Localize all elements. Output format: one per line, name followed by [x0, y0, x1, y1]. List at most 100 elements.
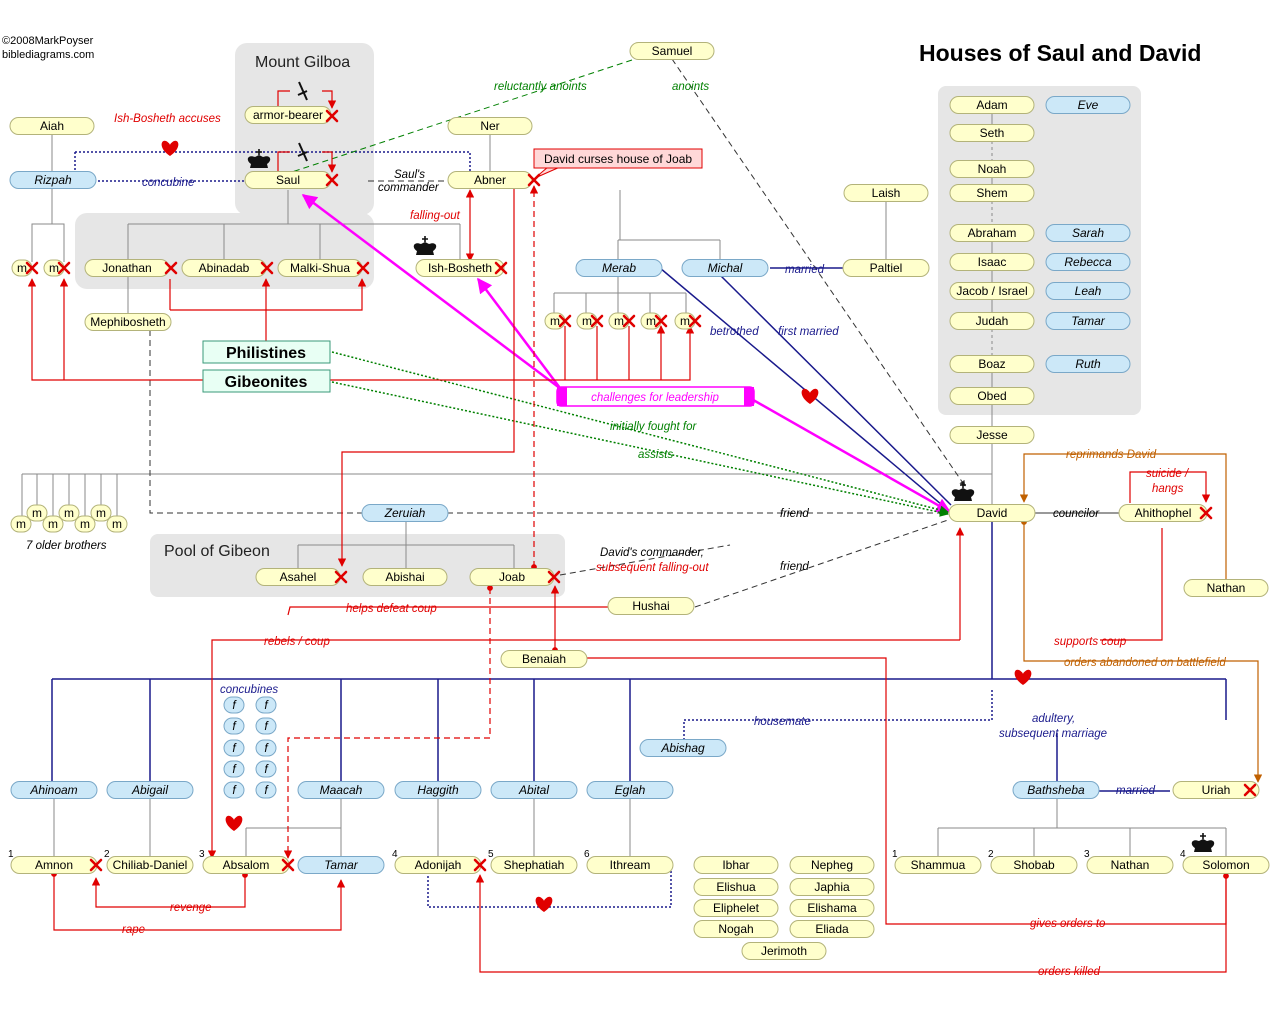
person-name: Obed: [977, 389, 1006, 403]
person-name: Ahinoam: [29, 783, 77, 797]
person-jacob: Jacob / Israel: [949, 282, 1035, 300]
birth-order-chiliab: 2: [104, 849, 110, 860]
small-label: f: [264, 719, 269, 733]
person-name: Jonathan: [102, 261, 151, 275]
person-name: Japhia: [814, 880, 850, 894]
person-asahel: Asahel: [255, 568, 341, 586]
person-name: Boaz: [978, 357, 1005, 371]
area-mount-gilboa: Mount Gilboa: [255, 54, 350, 71]
person-name: Rizpah: [34, 173, 72, 187]
death-icon: [473, 858, 487, 872]
small-label: m: [112, 517, 122, 531]
person-name: Michal: [708, 261, 743, 275]
person-david: David: [948, 504, 1036, 522]
death-icon: [260, 261, 274, 275]
label-adultery-2: subsequent marriage: [999, 728, 1107, 740]
person-judah: Judah: [949, 312, 1035, 330]
person-name: Saul: [276, 173, 300, 187]
person-name: Shephatiah: [504, 858, 565, 872]
heart-icon: [225, 815, 243, 831]
person-uriah: Uriah: [1172, 781, 1260, 799]
person-name: Shem: [976, 186, 1007, 200]
person-name: Isaac: [978, 255, 1007, 269]
challenges-lines: [301, 194, 952, 514]
crown-icon: [951, 482, 975, 501]
person-japhia: Japhia: [789, 878, 875, 896]
death-icon: [527, 173, 541, 187]
person-boaz: Boaz: [949, 355, 1035, 373]
person-maacah: Maacah: [297, 781, 385, 799]
label-ish-bosheth-accuses: Ish-Bosheth accuses: [114, 113, 221, 125]
death-icon: [25, 261, 39, 275]
person-name: Abraham: [968, 226, 1017, 240]
concubine-23: f: [255, 781, 277, 799]
small-label: m: [17, 261, 27, 275]
label-reluctantly-anoints: reluctantly anoints: [494, 81, 587, 93]
person-name: Tamar: [1071, 314, 1106, 328]
person-name: Ruth: [1075, 357, 1101, 371]
person-name: Samuel: [652, 44, 693, 58]
person-amnon: Amnon: [10, 856, 98, 874]
concubine-20: f: [223, 760, 245, 778]
person-ahithophel: Ahithophel: [1118, 504, 1208, 522]
label-concubines: concubines: [220, 684, 278, 696]
person-name: Ithream: [610, 858, 651, 872]
david-curses-text: David curses house of Joab: [544, 152, 692, 166]
label-betrothed: betrothed: [710, 326, 759, 338]
label-orders-killed: orders killed: [1038, 966, 1101, 978]
person-name: Nogah: [718, 922, 753, 936]
gibeonites-label: Gibeonites: [225, 374, 308, 391]
person-abishag: Abishag: [639, 739, 727, 757]
unnamed-son: m: [43, 259, 65, 277]
death-icon: [281, 858, 295, 872]
person-name: Eglah: [615, 783, 646, 797]
person-jesse: Jesse: [949, 426, 1035, 444]
small-label: f: [264, 762, 269, 776]
person-leah: Leah: [1045, 282, 1131, 300]
death-icon: [57, 261, 71, 275]
person-name: Abigail: [131, 783, 168, 797]
label-revenge: revenge: [170, 902, 212, 914]
birth-order-adonijah: 4: [392, 849, 398, 860]
person-isaac: Isaac: [949, 253, 1035, 271]
person-name: Asahel: [280, 570, 317, 584]
birth-order-shephatiah: 5: [488, 849, 494, 860]
person-benaiah: Benaiah: [500, 650, 588, 668]
david-curses-callout: David curses house of Joab: [533, 148, 703, 179]
person-name: Eliphelet: [713, 901, 760, 915]
label-sauls-commander-1: Saul's: [394, 169, 425, 181]
unnamed-son: m: [90, 504, 112, 522]
crown-icon: [247, 149, 271, 168]
person-name: Nepheg: [811, 858, 853, 872]
small-label: f: [264, 698, 269, 712]
person-seth: Seth: [949, 124, 1035, 142]
person-laish: Laish: [843, 184, 929, 202]
person-name: Judah: [976, 314, 1009, 328]
unnamed-son: m: [106, 515, 128, 533]
person-name: Abital: [518, 783, 549, 797]
person-name: Nathan: [1207, 581, 1246, 595]
unnamed-son: m: [58, 504, 80, 522]
death-icon: [1243, 783, 1257, 797]
person-shammua: Shammua: [894, 856, 982, 874]
label-orders-abandoned: orders abandoned on battlefield: [1064, 657, 1226, 669]
person-nathan-prophet: Nathan: [1183, 579, 1269, 597]
heart-icon: [161, 140, 179, 156]
person-name: Rebecca: [1064, 255, 1112, 269]
label-housemate: housemate: [754, 716, 811, 728]
person-name: Shammua: [911, 858, 966, 872]
label-helps-defeat-coup: helps defeat coup: [346, 603, 437, 615]
person-eliada: Eliada: [789, 920, 875, 938]
person-mephibosheth: Mephibosheth: [84, 313, 172, 331]
person-abner: Abner: [447, 171, 533, 189]
small-label: m: [32, 506, 42, 520]
small-label: m: [80, 517, 90, 531]
person-name: Ibhar: [722, 858, 749, 872]
sword-icon: [297, 81, 308, 101]
death-icon: [356, 261, 370, 275]
person-name: Ner: [480, 119, 499, 133]
person-nogah: Nogah: [693, 920, 779, 938]
person-name: Noah: [978, 162, 1007, 176]
person-name: Absalom: [223, 858, 270, 872]
person-merab: Merab: [575, 259, 663, 277]
